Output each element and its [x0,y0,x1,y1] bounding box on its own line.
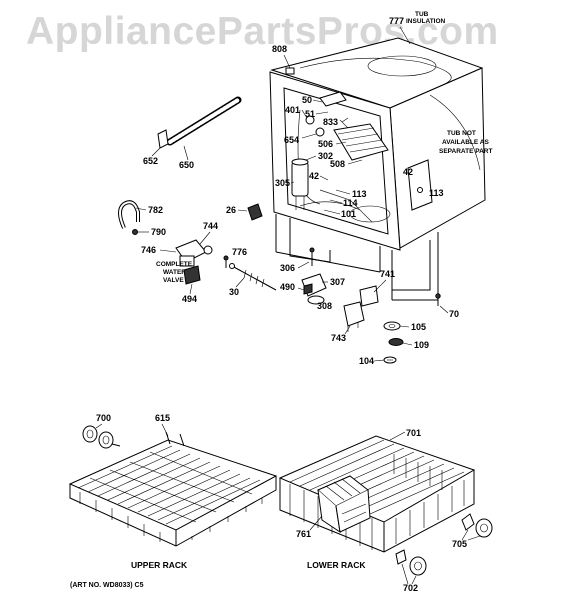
label-305: 305 [275,178,290,188]
lower-rack [278,435,476,553]
label-30: 30 [229,287,239,297]
label-615: 615 [155,413,170,423]
label-652: 652 [143,156,158,166]
part-650-gasket [166,96,242,146]
label-508: 508 [330,159,345,169]
label-113b: 113 [429,188,444,198]
label-654: 654 [284,135,299,145]
part-702-wheel [395,549,427,576]
label-308: 308 [317,301,332,311]
label-26: 26 [226,205,236,215]
label-700: 700 [96,413,111,423]
label-490: 490 [280,282,295,292]
part-105-washer [383,321,401,331]
label-761: 761 [296,529,311,539]
part-652-clip [157,129,169,149]
part-700-roller [82,425,121,449]
part-109-washer [388,338,404,346]
label-777-note-2: INSULATION [406,18,446,25]
part-305-motor [291,158,309,210]
label-705: 705 [452,539,467,549]
tub-note-2: AVAILABLE AS [442,139,489,146]
valve-note-1: COMPLETE [156,261,193,268]
part-26-bracket [247,203,263,221]
label-701: 701 [406,428,421,438]
label-401: 401 [285,105,300,115]
label-114: 114 [343,198,358,208]
label-776: 776 [232,247,247,257]
label-746: 746 [141,245,156,255]
part-side-bracket [407,159,433,211]
label-777-note-1: TUB [415,11,429,18]
label-790: 790 [151,227,166,237]
label-104: 104 [359,356,374,366]
label-302: 302 [318,151,333,161]
label-42b: 42 [403,167,413,177]
label-42a: 42 [309,171,319,181]
part-808-clip [285,67,295,75]
label-777: 777 [389,16,404,26]
caption-upper-rack: UPPER RACK [131,560,188,570]
tub-note-1: TUB NOT [447,130,476,137]
label-50: 50 [302,95,312,105]
part-494-bracket [183,265,201,285]
valve-note-3: VALVE [163,277,184,284]
label-741: 741 [380,269,395,279]
label-105: 105 [411,322,426,332]
part-743-switch [343,285,379,332]
label-808: 808 [272,44,287,54]
label-650: 650 [179,160,194,170]
tub-note-3: SEPARATE PART [439,148,492,155]
valve-note-2: WATER [163,269,186,276]
label-113a: 113 [352,189,367,199]
upper-rack [68,431,278,547]
label-833: 833 [323,117,338,127]
label-70: 70 [449,309,459,319]
label-307: 307 [330,277,345,287]
part-705-wheel [461,513,493,538]
label-744: 744 [203,221,218,231]
label-782: 782 [148,205,163,215]
part-790-clamp [132,229,138,235]
art-number: (ART NO. WD8033) C5 [70,582,144,589]
label-743: 743 [331,333,346,343]
control-module [305,91,389,161]
label-494: 494 [182,294,197,304]
label-109: 109 [414,340,429,350]
label-506: 506 [318,139,333,149]
label-51: 51 [305,109,315,119]
label-101: 101 [341,209,356,219]
part-307-latch [301,273,327,305]
label-306: 306 [280,263,295,273]
label-702: 702 [403,583,418,593]
part-744-water-valve [175,239,213,267]
caption-lower-rack: LOWER RACK [307,560,366,570]
part-30-spring [229,263,277,291]
